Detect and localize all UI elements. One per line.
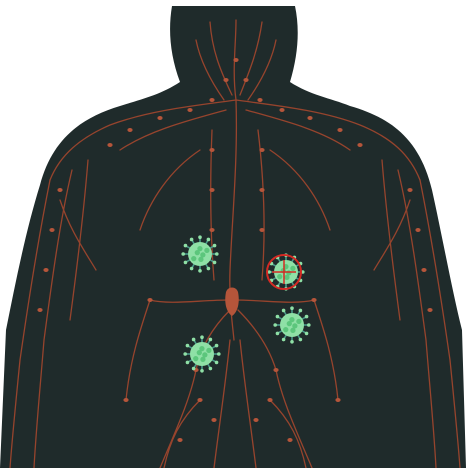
virus-spike-tip: [213, 244, 217, 248]
lymph-node: [43, 268, 48, 272]
lymph-node: [211, 418, 216, 422]
lymph-node: [253, 418, 258, 422]
virus-spike-tip: [290, 340, 294, 344]
virus-spike-tip: [209, 338, 213, 342]
lymph-node: [243, 78, 248, 82]
lymph-node: [209, 148, 214, 152]
lymph-node: [209, 228, 214, 232]
virus-spike-tip: [215, 252, 219, 256]
virus-surface-spot: [296, 319, 301, 324]
virus-surface-spot: [283, 327, 288, 332]
virus-spike-tip: [192, 367, 196, 371]
virus-surface-spot: [200, 357, 205, 362]
virus-spike-tip: [299, 338, 303, 342]
virus-spike-tip: [200, 335, 204, 339]
virus-surface-spot: [204, 248, 209, 253]
lymph-node: [223, 78, 228, 82]
lymph-node: [287, 438, 292, 442]
virus-spike-tip: [276, 315, 280, 319]
virus-surface-spot: [206, 348, 211, 353]
virus-body: [188, 242, 212, 266]
lymph-node: [197, 398, 202, 402]
lymph-node: [37, 308, 42, 312]
virus-surface-spot: [197, 246, 202, 251]
virus-surface-spot: [198, 257, 203, 262]
virus-spike-tip: [282, 338, 286, 342]
virus-spike-tip: [213, 261, 217, 265]
virus-spike-tip: [276, 332, 280, 336]
lymph-node: [259, 148, 264, 152]
virus-surface-spot: [193, 356, 198, 361]
lymph-node: [335, 398, 340, 402]
lymph-node: [257, 98, 262, 102]
lymph-node: [177, 438, 182, 442]
lymph-node: [421, 268, 426, 272]
lymph-node: [57, 188, 62, 192]
lymph-node: [279, 108, 284, 112]
virus-spike-tip: [181, 252, 185, 256]
virus-spike-tip: [200, 369, 204, 373]
lymph-node: [357, 143, 362, 147]
virus-spike-tip: [192, 338, 196, 342]
virus-spike-tip: [299, 309, 303, 313]
virus-spike-tip: [190, 238, 194, 242]
virus-surface-spot: [284, 275, 289, 280]
lymph-node: [233, 58, 238, 62]
virus-spike-tip: [215, 344, 219, 348]
lymph-node: [427, 308, 432, 312]
virus-body: [280, 313, 304, 337]
lymph-node: [273, 368, 278, 372]
lymph-node: [147, 298, 152, 302]
virus-surface-spot: [290, 266, 295, 271]
lymph-node: [127, 128, 132, 132]
lymph-node: [259, 188, 264, 192]
virus-spike-tip: [273, 323, 277, 327]
virus-spike-tip: [217, 352, 221, 356]
lymph-node: [407, 188, 412, 192]
virus-spike-tip: [305, 315, 309, 319]
virus-body: [190, 342, 214, 366]
virus-spike-tip: [305, 332, 309, 336]
lymph-node: [259, 228, 264, 232]
lymph-node: [267, 398, 272, 402]
virus-surface-spot: [199, 346, 204, 351]
lymph-node: [311, 298, 316, 302]
virus-spike-tip: [186, 361, 190, 365]
virus-spike-tip: [290, 306, 294, 310]
virus-spike-tip: [198, 235, 202, 239]
virus-spike-tip: [207, 238, 211, 242]
virus-surface-spot: [277, 274, 282, 279]
target-marker-icon: [267, 255, 301, 289]
lymph-node: [123, 398, 128, 402]
lymph-node: [187, 108, 192, 112]
virus-surface-spot: [290, 328, 295, 333]
virus-spike-tip: [184, 261, 188, 265]
virus-spike-tip: [307, 323, 311, 327]
virus-spike-tip: [184, 244, 188, 248]
virus-surface-spot: [289, 317, 294, 322]
virus-spike-tip: [190, 267, 194, 271]
virus-spike-tip: [209, 367, 213, 371]
virus-spike-tip: [183, 352, 187, 356]
lymph-node: [209, 188, 214, 192]
virus-spike-tip: [186, 344, 190, 348]
lymph-node: [415, 228, 420, 232]
virus-spike-tip: [282, 309, 286, 313]
virus-surface-spot: [191, 256, 196, 261]
virus-spike-tip: [198, 269, 202, 273]
lymph-node: [209, 98, 214, 102]
virus-spike-tip: [215, 361, 219, 365]
lymph-node: [157, 116, 162, 120]
lymph-node: [107, 143, 112, 147]
lymph-node: [49, 228, 54, 232]
virus-spike-tip: [207, 267, 211, 271]
lymph-node: [307, 116, 312, 120]
lymph-node: [337, 128, 342, 132]
